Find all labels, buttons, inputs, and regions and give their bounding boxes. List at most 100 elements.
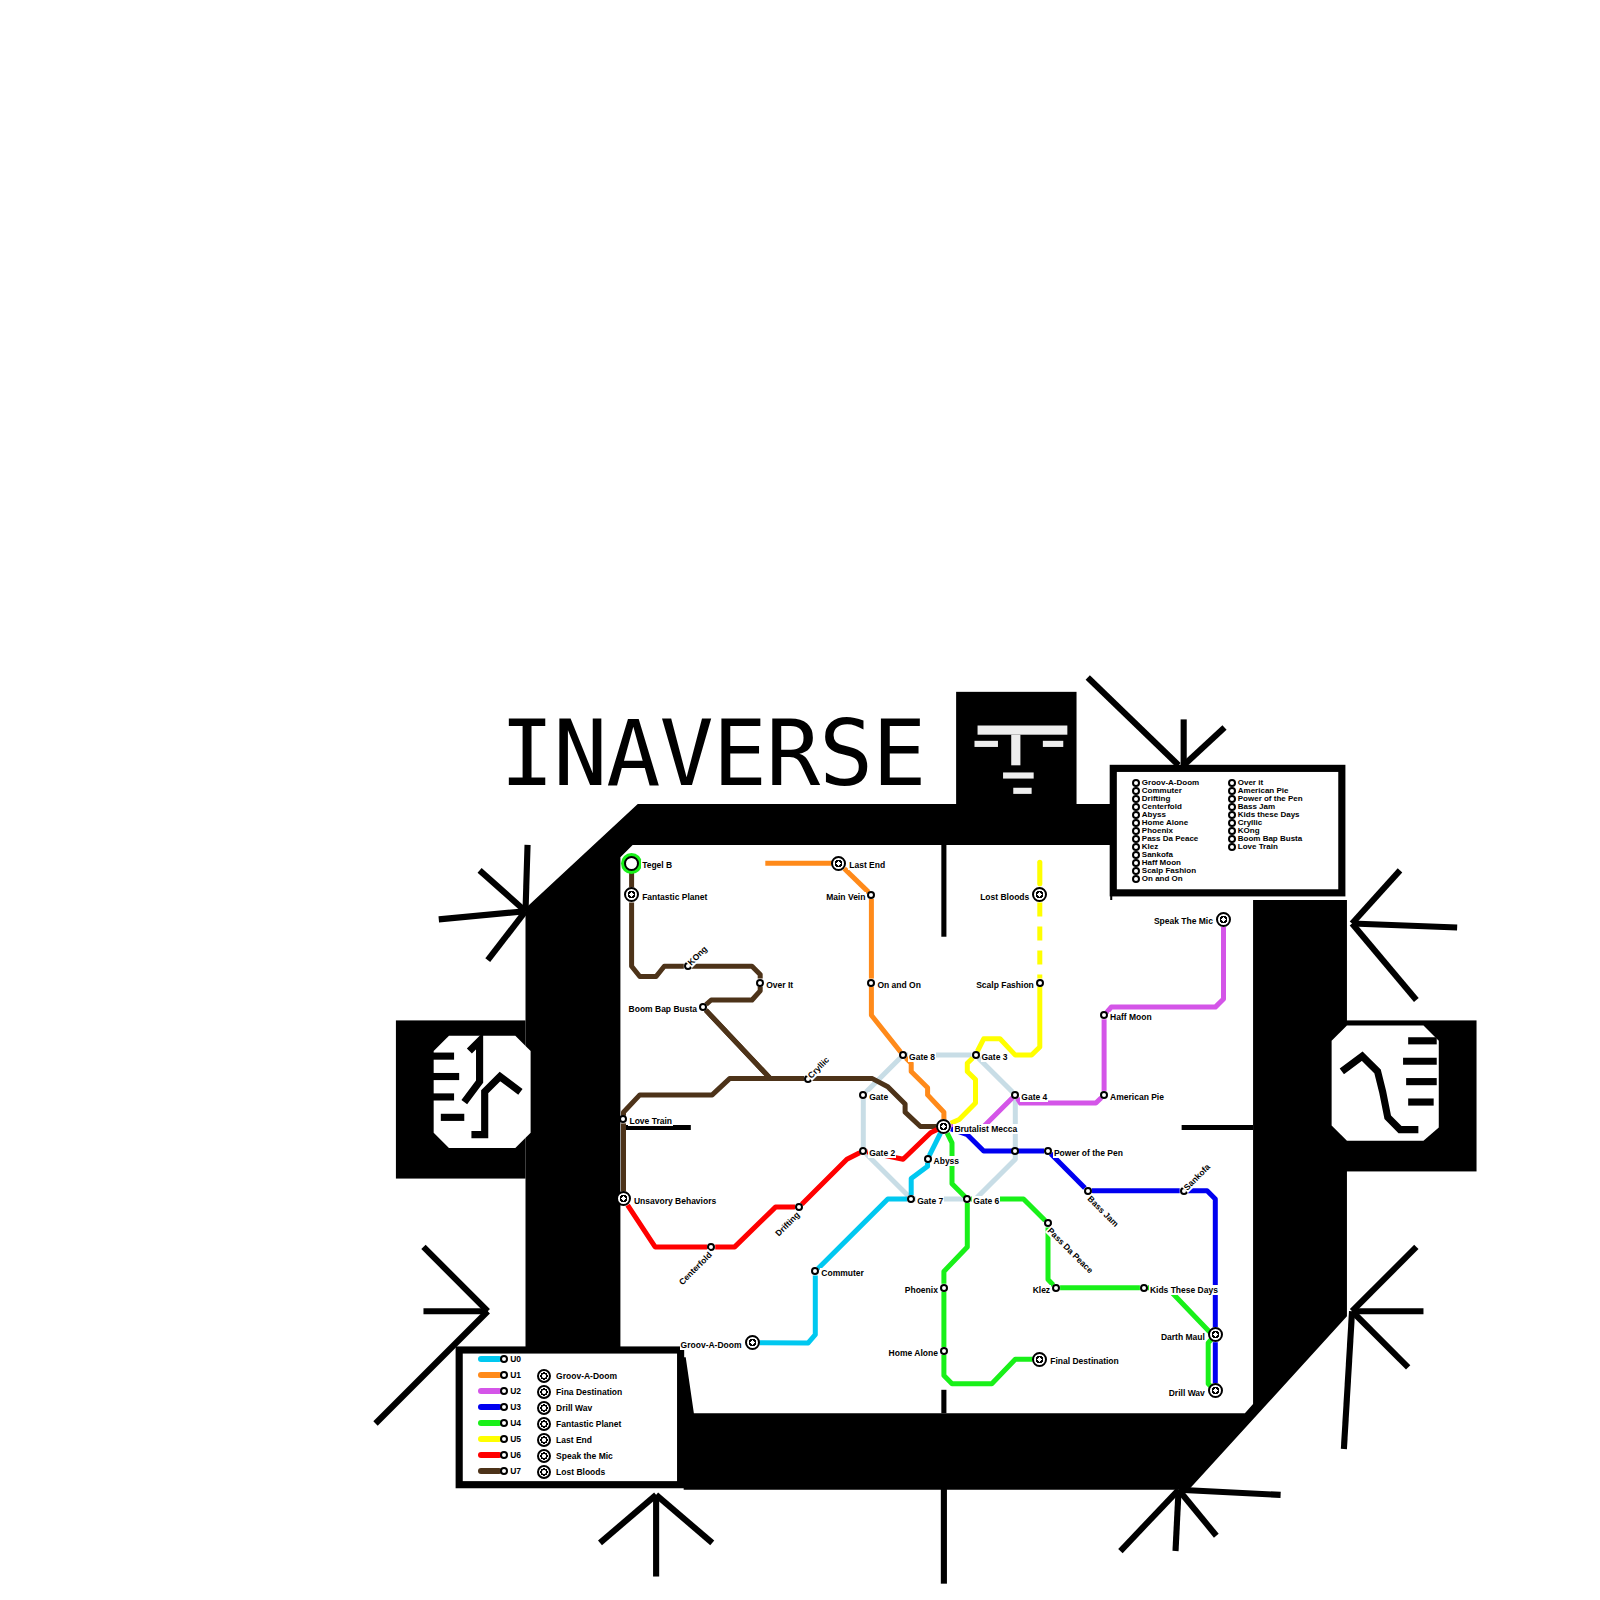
legend-swatch [478,1436,502,1442]
station-label: Gate 2 [868,1148,896,1158]
route-line [706,987,760,1005]
route-line [629,871,634,888]
list-dot [1132,827,1140,835]
list-dot [1228,779,1236,787]
station-label: Kids These Days [1149,1285,1219,1295]
route-line [1213,1342,1218,1383]
station-label: Groov-A-Doom [680,1340,743,1350]
station-label: Darth Maul [1160,1332,1206,1342]
route-line [1102,1019,1107,1091]
interchange-station: Darth Maul [1208,1327,1223,1342]
route-line [911,1163,927,1195]
list-dot [1132,811,1140,819]
route-line [941,1292,946,1347]
list-dot [1132,875,1140,883]
list-dot [1132,859,1140,867]
station: Abyss [924,1155,932,1163]
station-label: Fantastic Planet [641,892,708,902]
station: Bass Jam [1084,1187,1092,1195]
interchange-station: Tegel B [624,856,639,871]
station-list-item: Groov-A-Doom [1142,779,1199,787]
station-label: On and On [876,980,921,990]
ring-line [978,1058,1012,1092]
ring-line [861,1099,866,1147]
station-label: Abyss [933,1156,961,1166]
station-list-item: Pass Da Peace [1142,835,1199,843]
terminal-name: Fina Destination [556,1387,622,1397]
list-dot [1228,835,1236,843]
station-label: Gate 6 [972,1196,1000,1206]
station-label: Gate [868,1092,889,1102]
terminal-name: Last End [556,1435,592,1445]
list-dot [1228,811,1236,819]
station-label: American Pie [1109,1092,1165,1102]
interchange-station: Groov-A-Doom [745,1335,760,1350]
station-list-item: Scalp Fashion [1142,867,1196,875]
legend-text: U5 [510,1434,521,1444]
legend-text: U3 [510,1402,521,1412]
station-label: Boom Bap Busta [628,1004,698,1014]
list-dot [1228,843,1236,851]
legend-swatch [478,1468,502,1474]
legend-swatch [478,1452,502,1458]
list-dot [1132,795,1140,803]
route-line [944,1355,1032,1384]
station-label: Gate 7 [916,1196,944,1206]
station: Gate 3 [972,1051,980,1059]
station-list-item: Cryllic [1238,819,1262,827]
station-label: Last End [848,860,886,870]
route-line [628,1205,708,1247]
station: Home Alone [940,1347,948,1355]
list-dot [1132,787,1140,795]
station-label: Gate 8 [908,1052,936,1062]
station-label: Gate 3 [981,1052,1009,1062]
terminal-icon [537,1449,551,1463]
terminal-icon [537,1401,551,1415]
route-line [818,1199,907,1269]
terminal-icon [537,1369,551,1383]
interchange-station: Speak The Mic [1216,912,1231,927]
terminal-name: Drill Wav [556,1403,592,1413]
station-label: Speak The Mic [1153,916,1214,926]
legend-swatch [478,1404,502,1410]
terminal-icon [537,1465,551,1479]
station: Scalp Fashion [1036,979,1044,987]
station-list-item: Drifting [1142,795,1170,803]
station-label: Home Alone [888,1348,939,1358]
legend-swatch [478,1420,502,1426]
station-list-item: Klez [1142,843,1158,851]
route-line [1037,902,1042,978]
route-line [944,1203,967,1284]
route-line [906,1058,944,1120]
terminal-name: Lost Bloods [556,1467,605,1477]
station-list-item: Bass Jam [1238,803,1275,811]
station-label: Brutalist Mecca [953,1124,1018,1134]
station-label: Unsavory Behaviors [633,1196,717,1206]
station-label: Love Train [628,1116,673,1126]
route-line [1060,1285,1140,1290]
station-list-item: Phoenix [1142,827,1173,835]
terminal-icon [537,1417,551,1431]
list-dot [1228,827,1236,835]
list-dot [1132,803,1140,811]
list-dot [1132,819,1140,827]
route-line [621,1123,626,1191]
route-line [692,966,761,978]
station-list-item: Sankofa [1142,851,1173,859]
route-line [802,1153,860,1205]
route-line [951,1098,1012,1127]
legend-text: U1 [510,1370,521,1380]
station-list-item: KOng [1238,827,1260,835]
route-line [1107,927,1224,1012]
route-line [624,1010,771,1116]
list-dot [1132,851,1140,859]
route-line [760,1275,816,1343]
route-line [951,1058,976,1123]
station-label: Drill Wav [1168,1388,1206,1398]
interchange-station: Last End [831,856,846,871]
terminal-name: Speak the Mic [556,1451,613,1461]
route-line [1188,1191,1216,1327]
list-dot [1132,843,1140,851]
legend-text: U6 [510,1450,521,1460]
